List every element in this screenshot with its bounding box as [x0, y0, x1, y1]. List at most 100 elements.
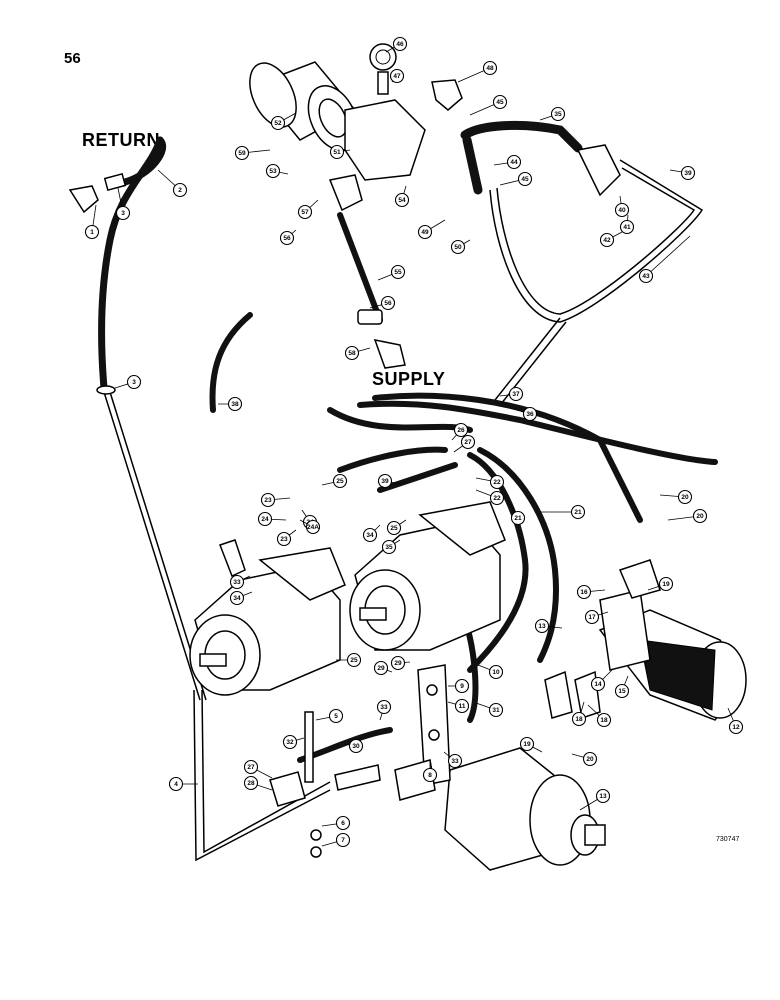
- callout-number: 35: [554, 111, 562, 118]
- callout-number: 30: [352, 743, 360, 750]
- motor-bottom: [444, 747, 606, 871]
- callout-number: 32: [286, 739, 294, 746]
- callout-40: 40: [614, 195, 630, 218]
- callout-55: 55: [377, 264, 406, 281]
- callout-number: 6: [341, 820, 345, 827]
- callout-number: 45: [521, 176, 529, 183]
- callout-number: 25: [350, 657, 358, 664]
- callout-number: 13: [599, 793, 607, 800]
- callout-number: 1: [90, 229, 94, 236]
- callout-number: 26: [457, 427, 465, 434]
- callout-number: 33: [380, 704, 388, 711]
- callout-number: 10: [492, 669, 500, 676]
- callout-41: 41: [619, 214, 635, 235]
- callout-number: 54: [398, 197, 406, 204]
- callout-39: 39: [669, 165, 696, 181]
- callout-number: 17: [588, 614, 596, 621]
- valve-block: [394, 664, 451, 801]
- callout-24: 24: [257, 511, 287, 527]
- callout-number: 27: [247, 764, 255, 771]
- callout-13: 13: [534, 618, 563, 634]
- callout-number: 44: [510, 159, 518, 166]
- filter-head: [344, 99, 426, 181]
- callout-46: 46: [385, 36, 408, 53]
- callout-number: 12: [732, 724, 740, 731]
- callout-26: 26: [451, 422, 469, 441]
- callout-number: 27: [464, 439, 472, 446]
- callout-25: 25: [336, 652, 362, 668]
- callout-57: 57: [297, 199, 319, 220]
- callout-number: 19: [662, 581, 670, 588]
- callout-43: 43: [638, 235, 691, 284]
- callout-42: 42: [599, 231, 623, 248]
- callout-number: 39: [684, 170, 692, 177]
- callout-38: 38: [218, 396, 243, 412]
- callout-25: 25: [321, 473, 348, 489]
- callout-number: 8: [428, 772, 432, 779]
- callout-48: 48: [457, 60, 498, 83]
- callout-number: 33: [451, 758, 459, 765]
- callout-number: 35: [385, 544, 393, 551]
- callout-13: 13: [579, 788, 611, 811]
- callout-number: 11: [459, 703, 466, 710]
- callout-number: 3: [132, 379, 136, 386]
- callout-number: 9: [460, 683, 464, 690]
- callout-11: 11: [447, 698, 470, 714]
- callout-20: 20: [659, 489, 693, 505]
- callout-number: 23: [280, 536, 288, 543]
- callout-number: 41: [623, 224, 631, 231]
- return-clamp: [96, 385, 116, 395]
- callout-56: 56: [369, 295, 396, 311]
- callout-3: 3: [115, 187, 131, 221]
- callout-9: 9: [448, 678, 470, 694]
- callout-number: 18: [600, 717, 608, 724]
- callout-34: 34: [229, 590, 253, 606]
- callout-number: 2: [178, 187, 182, 194]
- callout-number: 29: [394, 660, 402, 667]
- callout-number: 20: [681, 494, 689, 501]
- callout-20: 20: [571, 751, 598, 767]
- callout-number: 19: [523, 741, 531, 748]
- callout-number: 22: [493, 479, 501, 486]
- callout-12: 12: [727, 707, 744, 735]
- callout-number: 21: [574, 509, 582, 516]
- callout-number: 3: [121, 210, 125, 217]
- callout-number: 37: [512, 391, 520, 398]
- filter-elbow: [431, 79, 463, 111]
- supply-label: SUPPLY: [372, 369, 446, 389]
- callout-number: 58: [348, 350, 356, 357]
- callout-2: 2: [157, 169, 188, 198]
- callout-number: 29: [377, 665, 385, 672]
- callout-number: 52: [274, 120, 282, 127]
- callout-number: 56: [384, 300, 392, 307]
- callout-number: 15: [618, 688, 626, 695]
- callout-18: 18: [571, 701, 587, 727]
- callout-number: 34: [366, 532, 374, 539]
- document-code: 730747: [716, 836, 740, 843]
- callout-number: 31: [492, 707, 500, 714]
- callout-number: 25: [336, 478, 344, 485]
- callout-27: 27: [453, 434, 476, 453]
- return-elbow-fitting: [68, 172, 127, 214]
- callout-number: 18: [575, 716, 583, 723]
- supply-hoses: [209, 120, 704, 413]
- callout-number: 5: [334, 713, 338, 720]
- callout-29: 29: [373, 660, 393, 676]
- callout-35: 35: [381, 539, 401, 555]
- callout-4: 4: [168, 776, 198, 792]
- callout-number: 53: [269, 168, 277, 175]
- callout-number: 23: [264, 497, 272, 504]
- callout-53: 53: [265, 163, 289, 179]
- callout-18: 18: [587, 704, 612, 728]
- callout-number: 20: [586, 756, 594, 763]
- callout-10: 10: [477, 664, 504, 680]
- callout-1: 1: [84, 204, 100, 240]
- callout-37: 37: [499, 386, 524, 402]
- callout-number: 51: [333, 149, 341, 156]
- callout-19: 19: [647, 576, 674, 592]
- callout-45: 45: [499, 171, 533, 187]
- callout-16: 16: [576, 584, 606, 600]
- callout-number: 56: [283, 235, 291, 242]
- callout-number: 50: [454, 244, 462, 251]
